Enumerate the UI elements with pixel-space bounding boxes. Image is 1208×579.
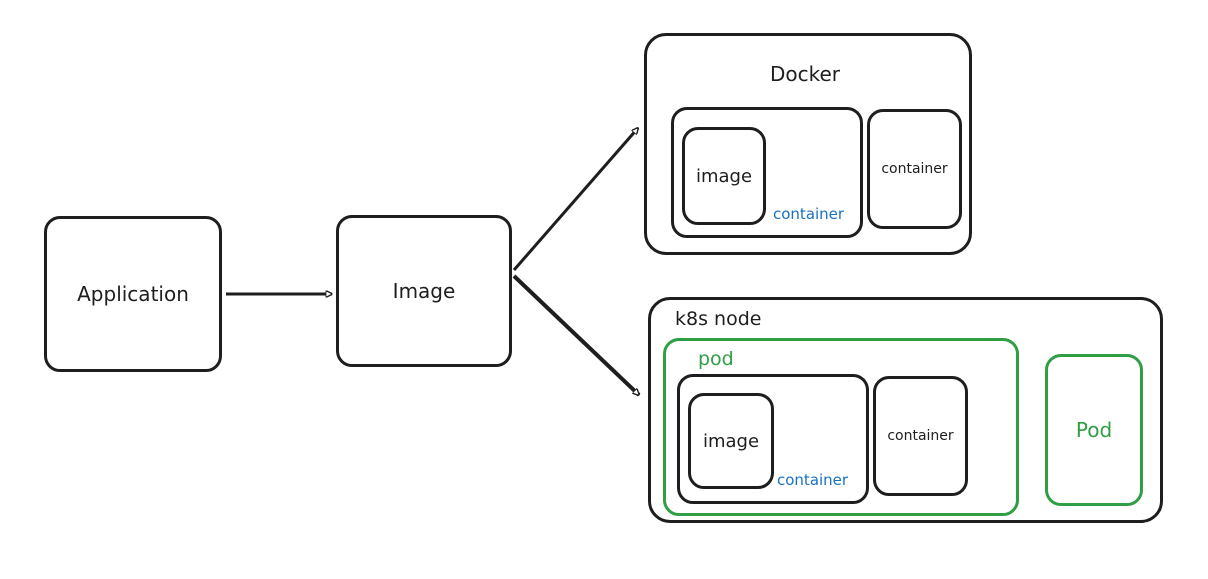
application-node: Application — [44, 216, 222, 372]
k8s-inner-container-label: container — [777, 471, 849, 489]
k8s-container-box: container — [873, 376, 968, 496]
docker-image-box: image — [682, 127, 766, 225]
image-label: Image — [392, 279, 456, 303]
image-node: Image — [336, 215, 512, 367]
k8s-container-label: container — [887, 428, 954, 444]
k8s-node-title: k8s node — [675, 308, 762, 330]
docker-box: Docker image container container — [644, 33, 972, 255]
k8s-inner-container-box: image container — [677, 374, 869, 504]
pod-box-2: Pod — [1045, 354, 1143, 506]
application-label: Application — [77, 282, 189, 306]
k8s-image-label: image — [702, 430, 760, 452]
pod-2-label: Pod — [1075, 418, 1113, 442]
docker-inner-container-label: container — [773, 205, 845, 223]
docker-container-box: container — [867, 109, 962, 229]
docker-title: Docker — [770, 62, 841, 86]
pod-box: pod image container container — [663, 338, 1019, 516]
pod-label: pod — [698, 348, 734, 370]
arrow-image-to-docker — [512, 128, 638, 271]
k8s-image-box: image — [688, 393, 774, 489]
docker-container-label: container — [881, 161, 948, 177]
docker-image-label: image — [695, 165, 753, 187]
k8s-node-box: k8s node pod image container container P… — [648, 297, 1163, 523]
docker-inner-container-box: image container — [671, 107, 863, 238]
arrow-image-to-k8s-node — [512, 274, 639, 395]
